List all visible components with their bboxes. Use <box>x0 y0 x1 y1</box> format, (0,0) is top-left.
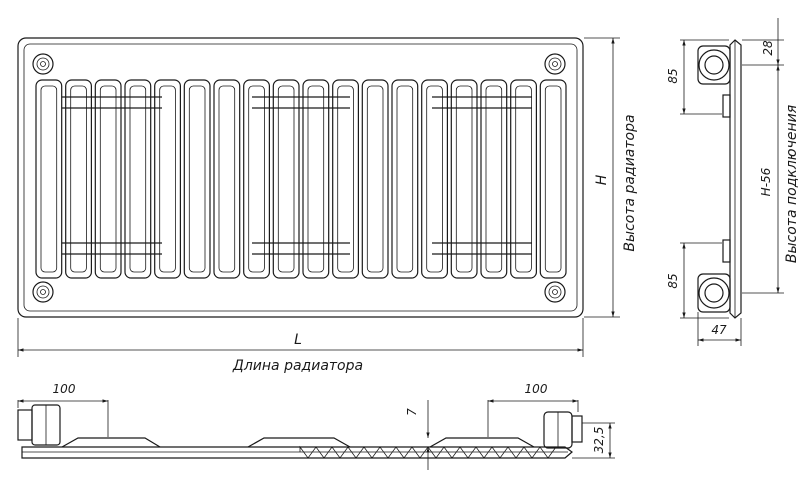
lower-pipe-connector-icon <box>697 273 731 313</box>
radiator-fin-inner <box>188 85 206 273</box>
radiator-fin <box>302 79 330 279</box>
height-caption: Высота радиатора <box>622 114 638 251</box>
corner-plug-icon <box>32 53 54 75</box>
radiator-fin-inner <box>218 85 236 273</box>
front-view: L Длина радиатора H Высота радиатора <box>17 37 638 374</box>
bottom-left-offset-dimension: 100 <box>17 382 109 437</box>
radiator-fin <box>361 79 389 279</box>
bottom-right-offset-label: 100 <box>525 382 548 396</box>
side-lower-pipe-dimension: 85 <box>666 242 729 319</box>
bottom-gap-dimension: 7 <box>405 400 430 470</box>
bottom-clip-left <box>61 437 161 448</box>
top-offset-label: 28 <box>761 40 775 56</box>
radiator-fin-inner <box>396 85 414 273</box>
lower-pipe-label: 85 <box>666 273 680 288</box>
radiator-fin <box>35 79 63 279</box>
radiator-fin <box>480 79 508 279</box>
side-panel <box>729 39 742 319</box>
radiator-fin-inner <box>455 85 473 273</box>
radiator-fin-inner <box>99 85 117 273</box>
radiator-fin <box>94 79 122 279</box>
radiator-fin-inner <box>366 85 384 273</box>
bottom-depth-dimension: 32,5 <box>572 422 615 459</box>
radiator-fin-inner <box>40 85 58 273</box>
bottom-gap-label: 7 <box>405 408 419 416</box>
upper-bracket-left <box>62 96 162 109</box>
upper-bracket-right <box>432 96 532 109</box>
radiator-fin <box>183 79 211 279</box>
radiator-outer-frame <box>17 37 584 318</box>
side-depth-dimension: 47 <box>697 312 742 346</box>
radiator-fin-inner <box>544 85 562 273</box>
bottom-convector <box>299 445 557 459</box>
radiator-fin-inner <box>426 85 443 273</box>
radiator-fin <box>539 79 567 279</box>
radiator-fin <box>213 79 241 279</box>
bottom-clip-right <box>429 437 535 448</box>
corner-plug-icon <box>544 281 566 303</box>
radiator-fin-inner <box>159 85 176 273</box>
radiator-fin-inner <box>248 85 265 273</box>
radiator-inner-frame <box>23 43 578 312</box>
height-label: H <box>594 174 610 185</box>
radiator-fin-inner <box>307 85 325 273</box>
radiator-fin-inner <box>277 85 295 273</box>
lower-bracket-right <box>432 242 532 255</box>
side-view: 28 85 85 H-56 Высота подключения 47 <box>666 18 800 346</box>
bottom-clip-middle <box>247 437 351 448</box>
radiator-fin <box>332 79 360 279</box>
bottom-left-offset-label: 100 <box>53 382 76 396</box>
connection-height-caption: Высота подключения <box>784 105 800 263</box>
radiator-fin-inner <box>515 85 532 273</box>
height-dimension: H Высота радиатора <box>584 37 638 318</box>
radiator-fin <box>272 79 300 279</box>
bottom-view: 100 100 7 32,5 <box>17 382 615 470</box>
side-depth-label: 47 <box>711 323 727 337</box>
side-upper-pipe-dimension: 85 <box>666 39 729 115</box>
upper-pipe-label: 85 <box>666 68 680 83</box>
corner-plug-icon <box>544 53 566 75</box>
radiator-fin <box>391 79 419 279</box>
corner-plug-icon <box>32 281 54 303</box>
bottom-depth-label: 32,5 <box>592 427 606 454</box>
radiator-fin-inner <box>485 85 503 273</box>
radiator-fin <box>450 79 478 279</box>
upper-pipe-connector-icon <box>697 45 731 85</box>
radiator-fin <box>124 79 152 279</box>
lower-bracket-middle <box>252 242 350 255</box>
radiator-fin <box>154 79 181 279</box>
length-dimension: L Длина радиатора <box>17 318 584 374</box>
connection-height-dimension: H-56 Высота подключения <box>742 65 800 294</box>
length-label: L <box>294 332 302 348</box>
radiator-fin-inner <box>337 85 354 273</box>
bottom-left-connector-icon <box>17 404 61 446</box>
bottom-right-offset-dimension: 100 <box>487 382 579 437</box>
bottom-panel <box>21 446 573 459</box>
side-top-offset-dimension: 28 <box>742 18 784 66</box>
radiator-fin <box>421 79 449 279</box>
bottom-right-connector-icon <box>543 411 583 449</box>
radiator-fin <box>243 79 270 279</box>
radiator-fin <box>510 79 538 279</box>
side-bracket-upper <box>722 94 731 118</box>
radiator-fin-inner <box>129 85 147 273</box>
radiator-fins <box>35 79 567 279</box>
upper-bracket-middle <box>252 96 350 109</box>
length-caption: Длина радиатора <box>232 358 363 374</box>
radiator-fin-inner <box>70 85 87 273</box>
lower-bracket-left <box>62 242 162 255</box>
side-bracket-lower <box>722 239 731 263</box>
radiator-fin <box>65 79 92 279</box>
connection-height-label: H-56 <box>759 167 773 196</box>
